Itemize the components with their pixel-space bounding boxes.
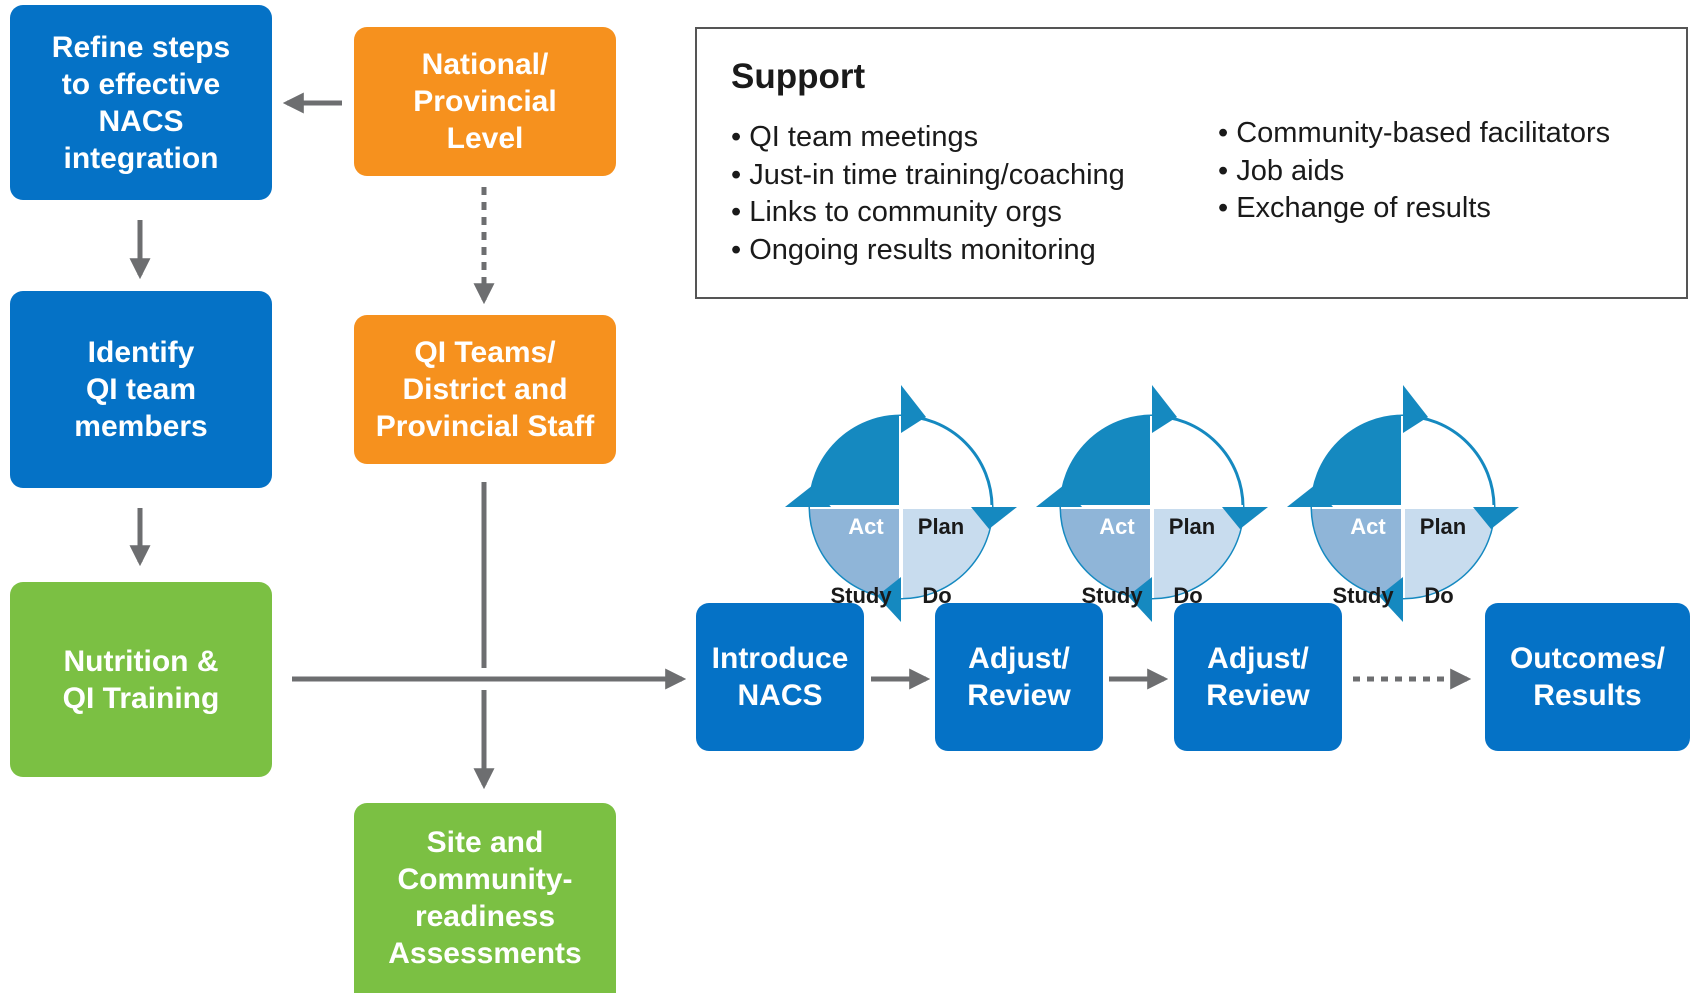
identify-team-label: Identify QI team members — [74, 336, 208, 443]
site-assessments-label: Site and Community- readiness Assessment… — [388, 826, 582, 970]
support-item: QI team meetings — [731, 119, 1125, 157]
national-level-label: National/ Provincial Level — [413, 48, 557, 155]
support-list-right: Community-based facilitators Job aids Ex… — [1218, 115, 1610, 228]
pdsa-cycle-icon: Act Plan Study Do — [1036, 385, 1268, 622]
support-item: Exchange of results — [1218, 190, 1610, 228]
adjust-review-box-2: Adjust/ Review — [1174, 603, 1342, 751]
identify-team-box: Identify QI team members — [10, 291, 272, 488]
support-panel: Support QI team meetings Just-in time tr… — [695, 27, 1688, 299]
site-assessments-box: Site and Community- readiness Assessment… — [354, 803, 616, 993]
qi-teams-label: QI Teams/ District and Provincial Staff — [375, 336, 595, 443]
nutrition-training-box: Nutrition & QI Training — [10, 582, 272, 777]
adjust-review-label-2: Adjust/ Review — [1206, 642, 1310, 712]
national-level-box: National/ Provincial Level — [354, 27, 616, 176]
outcomes-label: Outcomes/ Results — [1509, 642, 1666, 712]
refine-steps-label: Refine steps to effective NACS integrati… — [51, 30, 231, 175]
introduce-nacs-label: Introduce NACS — [711, 642, 849, 712]
support-title: Support — [731, 57, 866, 96]
introduce-nacs-box: Introduce NACS — [696, 603, 864, 751]
pdsa-plan-label: Plan — [1420, 514, 1466, 539]
qi-teams-box: QI Teams/ District and Provincial Staff — [354, 315, 616, 464]
pdsa-act-label: Act — [848, 514, 884, 539]
pdsa-study-label: Study — [1332, 583, 1394, 608]
outcomes-box: Outcomes/ Results — [1485, 603, 1690, 751]
pdsa-cycle-icon: Act Plan Study Do — [785, 385, 1017, 622]
support-item: Links to community orgs — [731, 194, 1125, 232]
pdsa-act-label: Act — [1099, 514, 1135, 539]
support-item: Ongoing results monitoring — [731, 232, 1125, 270]
pdsa-do-label: Do — [1424, 583, 1453, 608]
pdsa-cycle-icon: Act Plan Study Do — [1287, 385, 1519, 622]
adjust-review-box-1: Adjust/ Review — [935, 603, 1103, 751]
support-item: Community-based facilitators — [1218, 115, 1610, 153]
adjust-review-label-1: Adjust/ Review — [967, 642, 1071, 712]
support-item: Job aids — [1218, 153, 1610, 191]
support-list-left: QI team meetings Just-in time training/c… — [731, 119, 1125, 269]
pdsa-act-label: Act — [1350, 514, 1386, 539]
pdsa-plan-label: Plan — [1169, 514, 1215, 539]
nutrition-training-label: Nutrition & QI Training — [62, 644, 220, 715]
support-item: Just-in time training/coaching — [731, 157, 1125, 195]
pdsa-plan-label: Plan — [918, 514, 964, 539]
refine-steps-box: Refine steps to effective NACS integrati… — [10, 5, 272, 200]
